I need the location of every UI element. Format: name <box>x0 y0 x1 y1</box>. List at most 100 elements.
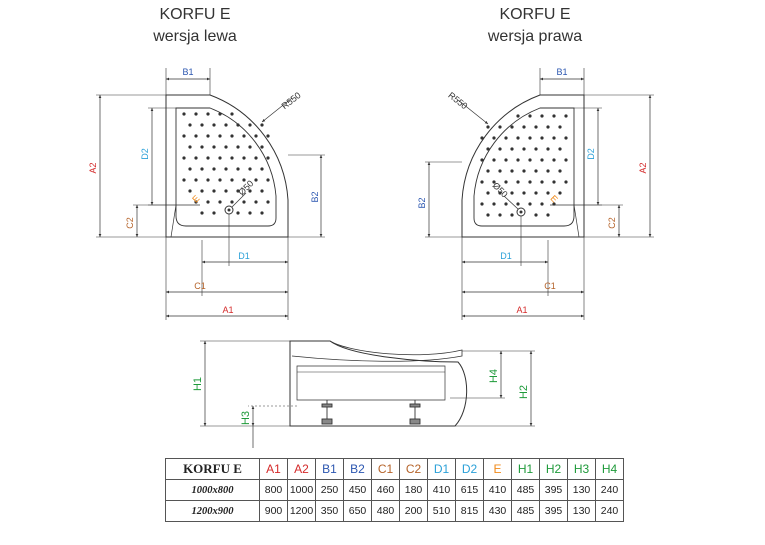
antislip-dot <box>212 211 216 215</box>
antislip-dot <box>206 112 210 116</box>
left-label-d2: D2 <box>140 148 150 160</box>
antislip-dot <box>516 180 520 184</box>
antislip-dot <box>224 189 228 193</box>
left-label-a2: A2 <box>88 162 98 173</box>
antislip-dot <box>528 180 532 184</box>
antislip-dot <box>486 191 490 195</box>
antislip-dot <box>200 123 204 127</box>
antislip-dot <box>480 136 484 140</box>
antislip-dot <box>534 125 538 129</box>
antislip-dot <box>194 112 198 116</box>
antislip-dot <box>182 112 186 116</box>
antislip-dot <box>194 134 198 138</box>
antislip-dot <box>540 202 544 206</box>
antislip-dot <box>242 178 246 182</box>
antislip-dot <box>188 189 192 193</box>
table-cell-c1: 480 <box>371 500 400 522</box>
right-dim-radius <box>457 99 489 125</box>
antislip-dot <box>260 211 264 215</box>
antislip-dot <box>218 156 222 160</box>
antislip-dot <box>212 123 216 127</box>
antislip-dot <box>236 123 240 127</box>
right-label-e: E <box>548 193 559 204</box>
antislip-dot <box>480 158 484 162</box>
antislip-dot <box>564 136 568 140</box>
antislip-dot <box>248 189 252 193</box>
antislip-dot <box>528 136 532 140</box>
antislip-dot <box>260 123 264 127</box>
antislip-dot <box>522 191 526 195</box>
left-label-b1: B1 <box>182 67 193 77</box>
left-tray-top-view <box>96 68 325 320</box>
antislip-dot <box>522 125 526 129</box>
left-tray-antislip-dots <box>182 112 270 215</box>
antislip-dot <box>480 180 484 184</box>
antislip-dot <box>218 178 222 182</box>
table-cell-c2: 200 <box>399 500 428 522</box>
table-row-size: 1000x800 <box>165 479 260 501</box>
table-header-a2: A2 <box>287 458 316 480</box>
table-cell-c2: 180 <box>399 479 428 501</box>
table-cell-h3: 130 <box>567 479 596 501</box>
table-cell-b1: 250 <box>315 479 344 501</box>
antislip-dot <box>206 178 210 182</box>
antislip-dot <box>248 145 252 149</box>
antislip-dot <box>230 200 234 204</box>
table-cell-b1: 350 <box>315 500 344 522</box>
left-dim-radius <box>261 97 293 123</box>
antislip-dot <box>200 189 204 193</box>
table-cell-h1: 485 <box>511 479 540 501</box>
antislip-dot <box>498 213 502 217</box>
label-h3: H3 <box>240 411 252 425</box>
table-header-d2: D2 <box>455 458 484 480</box>
left-variant-name: wersja lewa <box>153 28 237 45</box>
antislip-dot <box>486 169 490 173</box>
antislip-dot <box>242 156 246 160</box>
antislip-dot <box>266 200 270 204</box>
antislip-dot <box>212 189 216 193</box>
table-cell-h4: 240 <box>595 479 624 501</box>
antislip-dot <box>242 134 246 138</box>
antislip-dot <box>510 147 514 151</box>
antislip-dot <box>558 125 562 129</box>
antislip-dot <box>254 134 258 138</box>
table-cell-h4: 240 <box>595 500 624 522</box>
table-cell-d1: 510 <box>427 500 456 522</box>
table-header-b1: B1 <box>315 458 344 480</box>
antislip-dot <box>546 147 550 151</box>
left-version-title: KORFU E wersja lewa <box>130 4 260 48</box>
left-label-d1: D1 <box>238 251 250 261</box>
antislip-dot <box>194 156 198 160</box>
table-cell-b2: 450 <box>343 479 372 501</box>
left-c2-guide <box>170 204 177 238</box>
right-label-d1: D1 <box>500 251 512 261</box>
left-label-drain: Ø50 <box>236 178 255 197</box>
right-tray-inner-basin <box>473 107 575 227</box>
antislip-dot <box>498 147 502 151</box>
antislip-dot <box>188 167 192 171</box>
right-label-b2: B2 <box>417 197 427 208</box>
antislip-dot <box>498 169 502 173</box>
antislip-dot <box>230 156 234 160</box>
antislip-dot <box>260 189 264 193</box>
left-tray-inner-basin <box>175 107 277 227</box>
antislip-dot <box>218 134 222 138</box>
right-label-d2: D2 <box>586 148 596 160</box>
tray-side-profile <box>289 340 468 427</box>
side-view <box>200 340 535 448</box>
table-cell-c1: 460 <box>371 479 400 501</box>
right-tray-outline <box>461 94 585 238</box>
antislip-dot <box>522 169 526 173</box>
antislip-dot <box>206 134 210 138</box>
antislip-dot <box>522 147 526 151</box>
antislip-dot <box>230 178 234 182</box>
antislip-dot <box>492 158 496 162</box>
table-model-header: KORFU E <box>165 458 260 480</box>
table-cell-a2: 1000 <box>287 479 316 501</box>
antislip-dot <box>266 134 270 138</box>
left-label-b2: B2 <box>310 191 320 202</box>
